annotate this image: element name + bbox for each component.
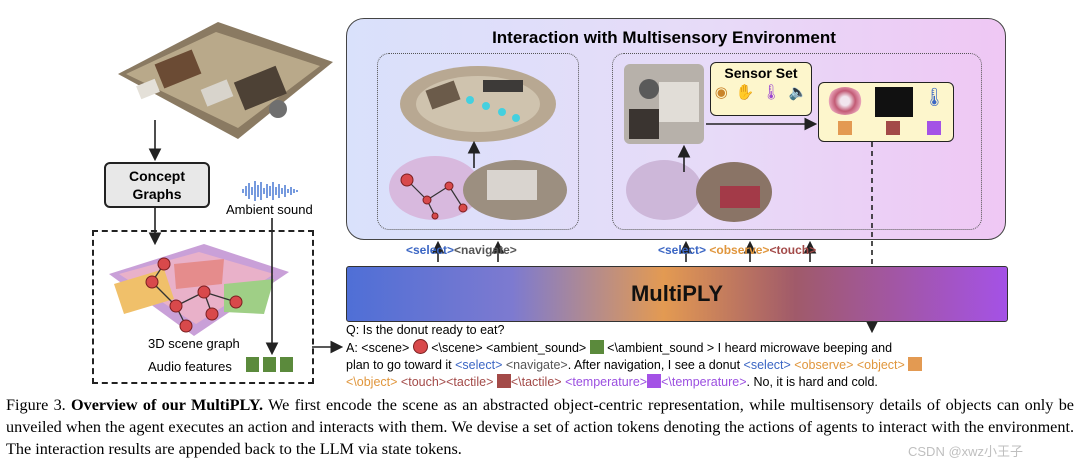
action-tokens-right: <select> <observe><touch>	[658, 243, 816, 257]
token-observe: <observe>	[709, 243, 770, 257]
tactile-image	[875, 87, 913, 117]
room-render-top-left	[398, 60, 558, 145]
hand-icon: ✋	[735, 84, 755, 101]
house-3d-render	[98, 14, 338, 142]
ambient-sound-label: Ambient sound	[226, 202, 313, 217]
caption-text: We first encode the scene as an abstract…	[6, 396, 1074, 458]
token-navigate: <navigate>	[454, 243, 517, 257]
observe-frame	[612, 53, 982, 230]
tactile-state-token	[496, 374, 511, 388]
scene-graph-region	[92, 230, 314, 384]
token-select: <select>	[406, 243, 455, 257]
token-select: <select>	[658, 243, 707, 257]
concept-graphs-label: Concept Graphs	[129, 168, 185, 202]
visual-token	[838, 121, 852, 135]
tactile-token	[886, 121, 900, 135]
answer-line-2: plan to go toward it <select> <navigate>…	[346, 357, 1006, 374]
object-token	[908, 357, 923, 371]
sensor-set-label: Sensor Set	[724, 65, 798, 81]
speaker-icon: 🔈	[788, 84, 808, 101]
room-render-bottom-right	[624, 156, 772, 224]
left-arrows	[148, 120, 344, 356]
scene-token	[412, 339, 428, 354]
temperature-state-token	[647, 374, 662, 388]
navigate-frame	[377, 53, 579, 230]
watermark: CSDN @xwz小王子	[908, 444, 1024, 459]
token-touch: <touch>	[769, 243, 817, 257]
room-render-top-right	[624, 64, 704, 144]
sensor-results-box: 🌡	[818, 82, 954, 142]
audio-token	[589, 340, 604, 354]
question-text: Q: Is the donut ready to eat?	[346, 323, 505, 337]
qa-block: Q: Is the donut ready to eat? A: <scene>…	[346, 322, 1006, 391]
thermometer-icon: 🌡	[761, 84, 781, 101]
multiply-label: MultiPLY	[630, 281, 724, 306]
caption-label: Figure 3.	[6, 396, 66, 414]
answer-line-3: <\object> <touch><tactile> <\tactile> <t…	[346, 374, 878, 389]
sensor-set-box: Sensor Set ◉ ✋ 🌡 🔈	[710, 62, 812, 116]
camera-icon: ◉	[714, 84, 728, 101]
action-tokens-left: <select><navigate>	[406, 243, 517, 257]
sound-wave-icon	[241, 180, 303, 202]
audio-feature-tokens	[246, 357, 293, 375]
scene-graph-label: 3D scene graph	[148, 336, 240, 351]
temperature-token	[927, 121, 941, 135]
interaction-title: Interaction with Multisensory Environmen…	[492, 28, 836, 47]
audio-features-label: Audio features	[148, 359, 232, 374]
donut-image	[827, 87, 863, 115]
temperature-icon: 🌡	[923, 87, 946, 107]
answer-line-1: A: <scene> <\scene> <ambient_sound> <\am…	[346, 339, 893, 355]
scene-graph-render	[104, 244, 294, 339]
figure-caption: Figure 3. Overview of our MultiPLY. We f…	[6, 394, 1074, 460]
room-render-bottom-left	[387, 150, 567, 222]
concept-graphs-box: Concept Graphs	[104, 162, 210, 208]
multiply-model-bar: MultiPLY	[346, 266, 1008, 322]
caption-title: Overview of our MultiPLY.	[71, 396, 264, 414]
